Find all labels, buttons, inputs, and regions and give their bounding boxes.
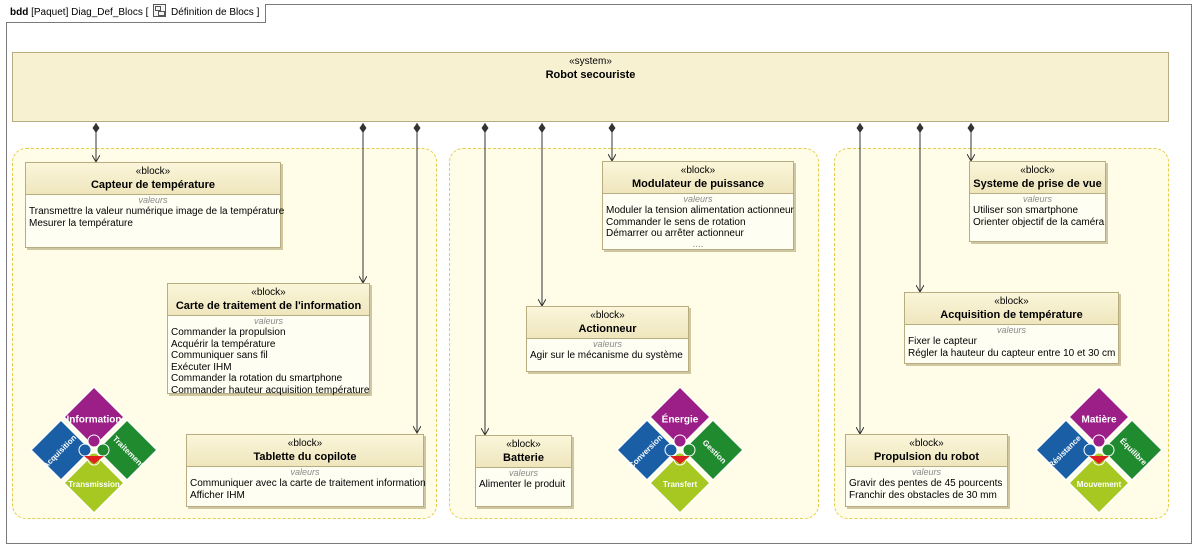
block-stereotype: «block» xyxy=(994,296,1029,307)
block-name: Systeme de prise de vue xyxy=(973,178,1102,190)
block-stereotype: «block» xyxy=(135,166,171,177)
diagram-path: [Paquet] Diag_Def_Blocs [ xyxy=(31,7,149,18)
block-header: «block» Modulateur de puissance xyxy=(603,162,793,194)
compartment-label: valeurs xyxy=(592,339,622,349)
block-value-row: Communiquer avec la carte de traitement … xyxy=(190,478,426,489)
system-block-robot-secouriste[interactable]: «system» Robot secouriste xyxy=(12,52,1169,122)
block-value-row: Régler la hauteur du capteur entre 10 et… xyxy=(908,347,1116,359)
block-value-row: Démarrer ou arrêter actionneur xyxy=(606,228,744,239)
block-name: Tablette du copilote xyxy=(253,451,357,463)
block-name: Carte de traitement de l'information xyxy=(175,300,362,312)
diagram-type: bdd xyxy=(10,7,29,18)
block-header: «block» Batterie xyxy=(476,436,571,468)
compartment-label: valeurs xyxy=(138,195,168,205)
system-name: Robot secouriste xyxy=(545,69,636,81)
block-value-row: Commander la propulsion xyxy=(171,327,286,338)
block-value-row: Communiquer sans fil xyxy=(171,350,268,361)
block-stereotype: «block» xyxy=(506,439,541,450)
block-header: «block» Systeme de prise de vue xyxy=(970,162,1105,194)
block-value-row: Franchir des obstacles de 30 mm xyxy=(849,489,997,501)
compartment-label: valeurs xyxy=(253,316,283,326)
compartment-label: valeurs xyxy=(290,467,320,477)
block-header: «block» Capteur de température xyxy=(26,163,280,195)
block-carte-traitement[interactable]: «block» Carte de traitement de l'informat… xyxy=(167,283,370,396)
block-value-row: Gravir des pentes de 45 pourcents xyxy=(849,478,1003,489)
compartment-ellipsis: .... xyxy=(692,238,704,250)
block-value-row: Commander la rotation du smartphone xyxy=(171,373,343,384)
block-stereotype: «block» xyxy=(287,438,323,449)
block-name: Batterie xyxy=(503,452,544,464)
block-stereotype: «block» xyxy=(1020,165,1055,176)
block-value-row: Mesurer la température xyxy=(29,217,133,229)
block-value-row: Acquérir la température xyxy=(171,338,276,350)
block-acquisition-temperature[interactable]: «block» Acquisition de température valeurs… xyxy=(904,292,1119,364)
diagram-header-tab: bdd [Paquet] Diag_Def_Blocs [ Définition… xyxy=(6,4,267,23)
block-name: Actionneur xyxy=(578,323,637,335)
compartment-label: valeurs xyxy=(683,194,713,204)
system-stereotype: «system» xyxy=(569,56,612,67)
block-value-row: Commander le sens de rotation xyxy=(606,216,746,228)
block-header: «block» Propulsion du robot xyxy=(846,435,1007,467)
block-header: «block» Actionneur xyxy=(527,307,688,339)
block-header: «block» Acquisition de température xyxy=(905,293,1118,325)
block-value-row: Commander hauteur acquisition températur… xyxy=(171,384,370,396)
block-value-row: Utiliser son smartphone xyxy=(973,205,1079,216)
block-stereotype: «block» xyxy=(909,438,944,449)
block-value-row: Agir sur le mécanisme du système xyxy=(530,350,683,361)
block-stereotype: «block» xyxy=(251,287,286,298)
block-value-row: Orienter objectif de la caméra xyxy=(973,216,1105,228)
diagram-subtitle: Définition de Blocs ] xyxy=(170,7,260,18)
block-value-row: Exécuter IHM xyxy=(171,361,232,373)
block-header: «block» Carte de traitement de l'informat… xyxy=(168,284,369,316)
block-header: «block» Tablette du copilote xyxy=(187,435,423,467)
block-diagram-icon xyxy=(153,4,167,17)
block-value-row: Fixer le capteur xyxy=(908,336,977,347)
block-value-row: Moduler la tension alimentation actionne… xyxy=(606,205,794,216)
block-stereotype: «block» xyxy=(680,165,716,176)
compartment-label: valeurs xyxy=(508,468,538,478)
block-name: Capteur de température xyxy=(90,179,216,191)
block-name: Modulateur de puissance xyxy=(631,178,765,190)
compartment-label: valeurs xyxy=(996,325,1026,335)
compartment-label: valeurs xyxy=(911,467,941,477)
compartment-label: valeurs xyxy=(1022,194,1052,204)
block-name: Propulsion du robot xyxy=(873,451,980,463)
block-value-row: Alimenter le produit xyxy=(479,479,566,490)
block-value-row: Afficher IHM xyxy=(190,489,245,501)
block-name: Acquisition de température xyxy=(940,309,1083,321)
block-stereotype: «block» xyxy=(590,310,625,321)
block-value-row: Transmettre la valeur numérique image de… xyxy=(29,206,285,217)
